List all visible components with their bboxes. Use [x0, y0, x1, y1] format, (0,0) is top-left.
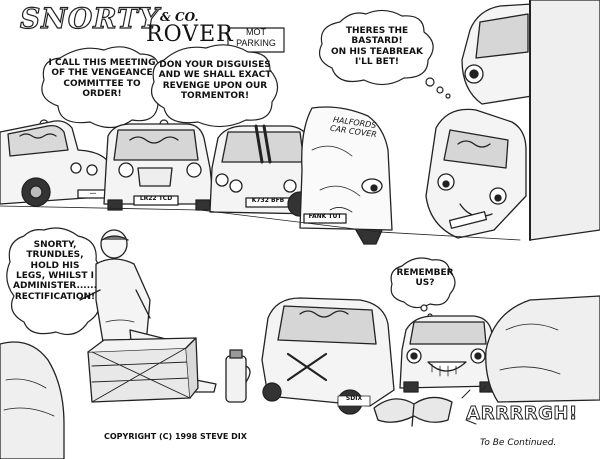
plate-car-3: K732 BFB [251, 197, 285, 204]
bubble-remember [390, 257, 456, 319]
car-rear [261, 297, 395, 415]
car-covered [299, 106, 393, 245]
bubble-teabreak [319, 9, 451, 99]
title-co: & CO. [160, 10, 199, 24]
motion-lines [461, 385, 487, 425]
text-teabreak: THERES THE BASTARD! ON HIS TEABREAK I'LL… [331, 26, 423, 68]
sign-mot: MOT [246, 27, 266, 37]
car-3 [209, 124, 321, 217]
car-1 [0, 120, 115, 207]
wall [529, 0, 600, 241]
title-snorty: SNORTY [19, 1, 160, 35]
scream-text: ARRRRGH! [466, 403, 578, 424]
text-meeting: I CALL THIS MEETING OF THE VENGEANCE COM… [48, 58, 156, 100]
covered-car-right [485, 295, 600, 403]
plate-car-1: … [90, 189, 96, 196]
car-front-grinning [399, 315, 497, 393]
text-disguises: DON YOUR DISGUISES AND WE SHALL EXACT RE… [158, 60, 272, 102]
grabbed-legs [373, 396, 453, 427]
text-snorty-trundles: SNORTY, TRUNDLES, HOLD HIS LEGS, WHILST … [12, 240, 97, 302]
car-2 [103, 123, 215, 211]
car-tilted [425, 108, 527, 239]
title-rover: ROVER [146, 22, 234, 47]
to-be-continued: To Be Continued. [480, 438, 557, 448]
ground-line [0, 205, 521, 241]
wooden-crate [87, 337, 199, 403]
copyright-text: COPYRIGHT (C) 1998 STEVE DIX [104, 432, 247, 441]
plate-car-4: FANK TUT [308, 213, 342, 220]
covered-shape-left [0, 341, 65, 459]
sign-parking: PARKING [236, 38, 276, 48]
plate-car-2: LR22 TCD [139, 195, 173, 202]
artist-signature: SDIX [345, 395, 363, 402]
text-remember: REMEMBER US? [396, 268, 454, 289]
car-top-stacked [461, 3, 533, 105]
signature-box [337, 395, 371, 407]
thermos-flask [225, 349, 251, 403]
